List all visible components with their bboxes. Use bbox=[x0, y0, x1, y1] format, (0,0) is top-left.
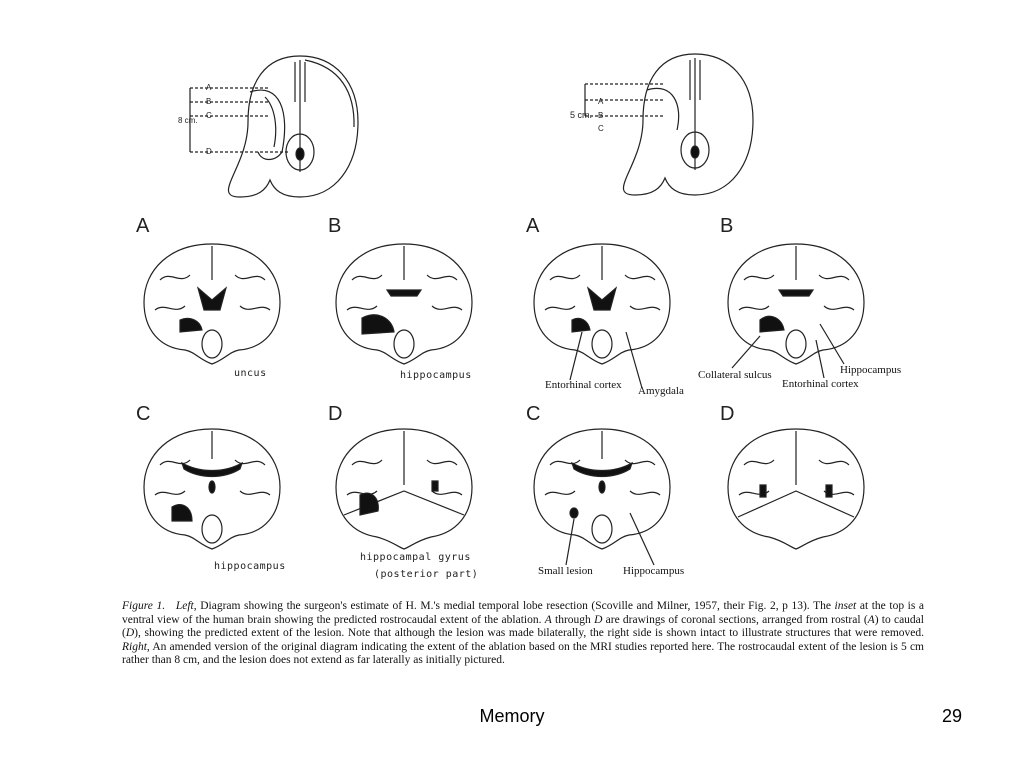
right-panel-d-coronal-section bbox=[727, 428, 865, 550]
caption-a-letter: A bbox=[544, 613, 552, 626]
right-inset-scale-label: 5 cm. bbox=[570, 110, 593, 120]
caption-part4: are drawings of coronal sections, arrang… bbox=[602, 613, 868, 626]
left-inset-level-d: D bbox=[206, 147, 212, 156]
right-inset-ventral-brain bbox=[584, 53, 754, 196]
left-panel-c-label: hippocampus bbox=[214, 561, 286, 572]
caption-inset-word: inset bbox=[834, 600, 857, 612]
caption-d-letter-2: D bbox=[125, 627, 135, 640]
right-inset-level-a: A bbox=[598, 97, 604, 106]
right-panel-b-label-entorhinal-cortex: Entorhinal cortex bbox=[782, 378, 859, 390]
caption-part1: , Diagram showing the surgeon's estimate… bbox=[193, 600, 835, 612]
left-panel-b-letter: B bbox=[328, 215, 342, 237]
left-panel-a-coronal-section bbox=[143, 243, 281, 365]
right-panel-a-label-entorhinal-cortex: Entorhinal cortex bbox=[545, 379, 622, 391]
right-panel-c-letter: C bbox=[526, 403, 541, 425]
left-panel-c-letter: C bbox=[136, 403, 151, 425]
left-inset-level-c: C bbox=[206, 111, 212, 120]
left-inset-level-b: B bbox=[206, 97, 212, 106]
left-inset-scale-label: 8 cm. bbox=[178, 116, 198, 125]
right-panel-a-letter: A bbox=[526, 215, 540, 237]
right-panel-a-label-amygdala: Amygdala bbox=[638, 385, 684, 397]
left-panel-d-letter: D bbox=[328, 403, 343, 425]
left-panel-b-coronal-section bbox=[335, 243, 473, 365]
right-panel-c-label-small-lesion: Small lesion bbox=[538, 565, 593, 577]
caption-right-word: Right bbox=[122, 640, 147, 653]
caption-part2: at the top is a ventral view of the huma… bbox=[122, 600, 925, 626]
right-panel-a-coronal-section bbox=[533, 243, 671, 389]
caption-part3: through bbox=[551, 613, 595, 626]
caption-part6: ), showing the predicted extent of the l… bbox=[134, 627, 924, 640]
slide-footer-title: Memory bbox=[479, 706, 545, 726]
right-panel-b-coronal-section bbox=[727, 243, 865, 379]
left-panel-a-letter: A bbox=[136, 215, 150, 237]
right-panel-d-letter: D bbox=[720, 403, 735, 425]
left-panel-d-coronal-section bbox=[335, 428, 473, 550]
caption-left-word: Left bbox=[175, 600, 194, 612]
left-panel-c-coronal-section bbox=[143, 428, 281, 550]
right-panel-b-label-hippocampus: Hippocampus bbox=[840, 364, 902, 376]
caption-figure-label: Figure 1. bbox=[122, 600, 166, 612]
right-inset-level-c: C bbox=[598, 124, 604, 133]
right-panel-c-coronal-section bbox=[533, 428, 671, 566]
right-panel-b-label-collateral-sulcus: Collateral sulcus bbox=[698, 369, 772, 381]
figure-caption: Figure 1. Left, Diagram showing the surg… bbox=[122, 600, 924, 668]
right-panel-b-letter: B bbox=[720, 215, 734, 237]
caption-part5: ) to caudal ( bbox=[122, 613, 924, 640]
left-inset-ventral-brain bbox=[189, 55, 359, 198]
caption-part7: , An amended version of the original dia… bbox=[122, 640, 924, 667]
caption-a-letter-2: A bbox=[867, 613, 875, 626]
left-panel-d-label-line2: (posterior part) bbox=[374, 569, 479, 580]
left-panel-d-label-line1: hippocampal gyrus bbox=[360, 552, 471, 563]
left-panel-b-label: hippocampus bbox=[400, 370, 472, 381]
left-panel-a-label: uncus bbox=[234, 368, 267, 379]
left-inset-level-a: A bbox=[206, 83, 212, 92]
slide-page-number: 29 bbox=[941, 706, 962, 726]
right-inset-level-b: B bbox=[598, 111, 604, 120]
right-panel-c-label-hippocampus: Hippocampus bbox=[623, 565, 685, 577]
caption-d-letter: D bbox=[594, 613, 603, 626]
